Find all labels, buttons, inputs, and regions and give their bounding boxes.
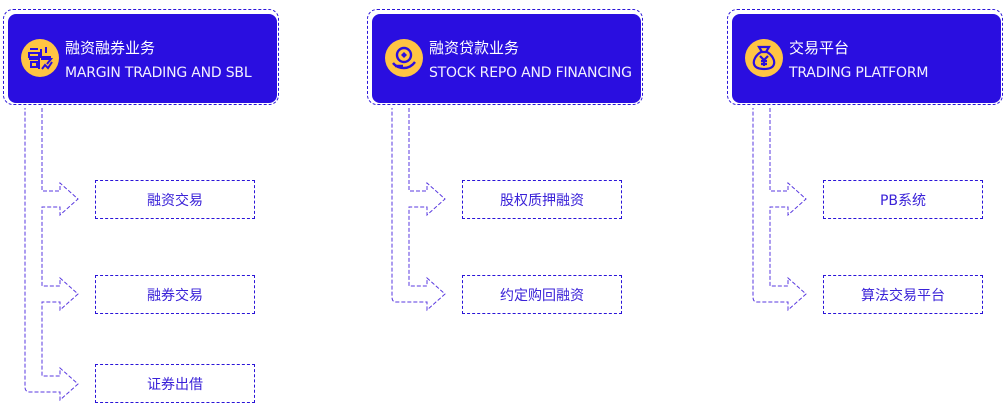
child-label: 融券交易	[147, 287, 203, 304]
card-title-en: TRADING PLATFORM	[789, 65, 929, 81]
card-title-cn: 融资融券业务	[65, 39, 156, 57]
child-item[interactable]: 算法交易平台	[823, 275, 983, 314]
card-title-cn: 交易平台	[789, 39, 850, 57]
group-trading-platform: 交易平台 TRADING PLATFORM PB系统 算法交易平台	[724, 0, 1006, 417]
child-label: PB系统	[879, 192, 927, 209]
group-margin-trading: 融资融券业务 MARGIN TRADING AND SBL 融资交易 融券交易 …	[0, 0, 290, 417]
card-title-en: STOCK REPO AND FINANCING	[429, 65, 632, 81]
child-item[interactable]: 融券交易	[95, 275, 255, 314]
group-stock-repo: 融资贷款业务 STOCK REPO AND FINANCING 股权质押融资 约…	[364, 0, 654, 417]
child-label: 股权质押融资	[500, 192, 584, 209]
rong-character-icon	[21, 39, 59, 77]
category-card[interactable]: 融资融券业务 MARGIN TRADING AND SBL	[8, 14, 277, 103]
money-bag-yen-icon	[745, 39, 783, 77]
child-label: 约定购回融资	[500, 287, 584, 304]
child-label: 融资交易	[147, 192, 203, 209]
child-label: 算法交易平台	[861, 287, 945, 304]
group-outline	[367, 9, 643, 105]
child-item[interactable]: 股权质押融资	[462, 180, 622, 219]
group-outline	[3, 9, 279, 105]
child-item[interactable]: 融资交易	[95, 180, 255, 219]
card-title-cn: 融资贷款业务	[429, 39, 520, 57]
group-outline	[727, 9, 1003, 105]
category-card[interactable]: 交易平台 TRADING PLATFORM	[732, 14, 1001, 103]
category-card[interactable]: 融资贷款业务 STOCK REPO AND FINANCING	[372, 14, 641, 103]
card-title-en: MARGIN TRADING AND SBL	[65, 65, 252, 81]
child-item[interactable]: PB系统	[823, 180, 983, 219]
child-label: 证券出借	[147, 376, 203, 393]
child-item[interactable]: 约定购回融资	[462, 275, 622, 314]
child-item[interactable]: 证券出借	[95, 364, 255, 403]
coin-in-hand-icon	[385, 39, 423, 77]
